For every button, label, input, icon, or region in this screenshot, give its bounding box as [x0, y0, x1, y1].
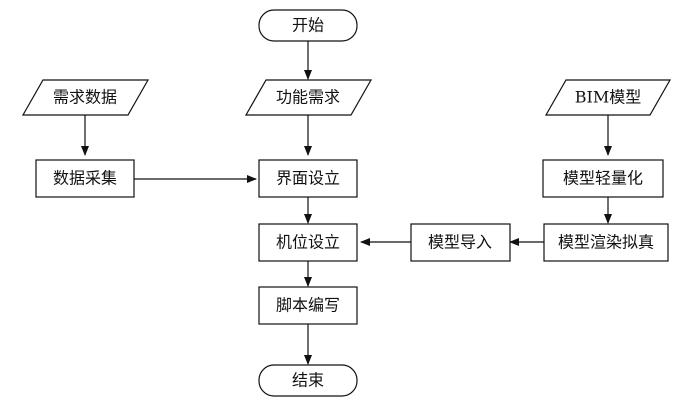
node-ui-setup: 界面设立	[258, 159, 358, 198]
node-model-render-label: 模型渲染拟真	[558, 233, 654, 252]
node-bim-model-label: BIM模型	[575, 88, 641, 107]
node-end-label: 结束	[292, 371, 324, 390]
node-data-collect: 数据采集	[35, 159, 135, 198]
node-camera-setup-label: 机位设立	[276, 233, 340, 252]
node-model-light-label: 模型轻量化	[563, 169, 643, 188]
node-end: 结束	[258, 364, 358, 397]
node-model-import: 模型导入	[410, 223, 511, 262]
node-model-render: 模型渲染拟真	[543, 223, 669, 262]
node-script-write-label: 脚本编写	[276, 296, 340, 315]
node-model-light: 模型轻量化	[542, 159, 664, 198]
node-model-import-label: 模型导入	[428, 233, 492, 252]
node-bim-model: BIM模型	[544, 79, 672, 116]
node-func-req: 功能需求	[244, 79, 373, 116]
node-req-data: 需求数据	[21, 79, 150, 116]
node-data-collect-label: 数据采集	[53, 169, 117, 188]
node-start-label: 开始	[292, 16, 324, 35]
node-ui-setup-label: 界面设立	[276, 169, 340, 188]
node-start: 开始	[258, 9, 358, 42]
node-script-write: 脚本编写	[258, 286, 358, 325]
node-layer: 开始 需求数据 功能需求 BIM模型 数据采集 界面设立	[21, 9, 672, 397]
node-func-req-label: 功能需求	[276, 88, 340, 107]
node-req-data-label: 需求数据	[53, 88, 117, 107]
node-camera-setup: 机位设立	[258, 223, 358, 262]
edge-layer	[81, 41, 612, 365]
